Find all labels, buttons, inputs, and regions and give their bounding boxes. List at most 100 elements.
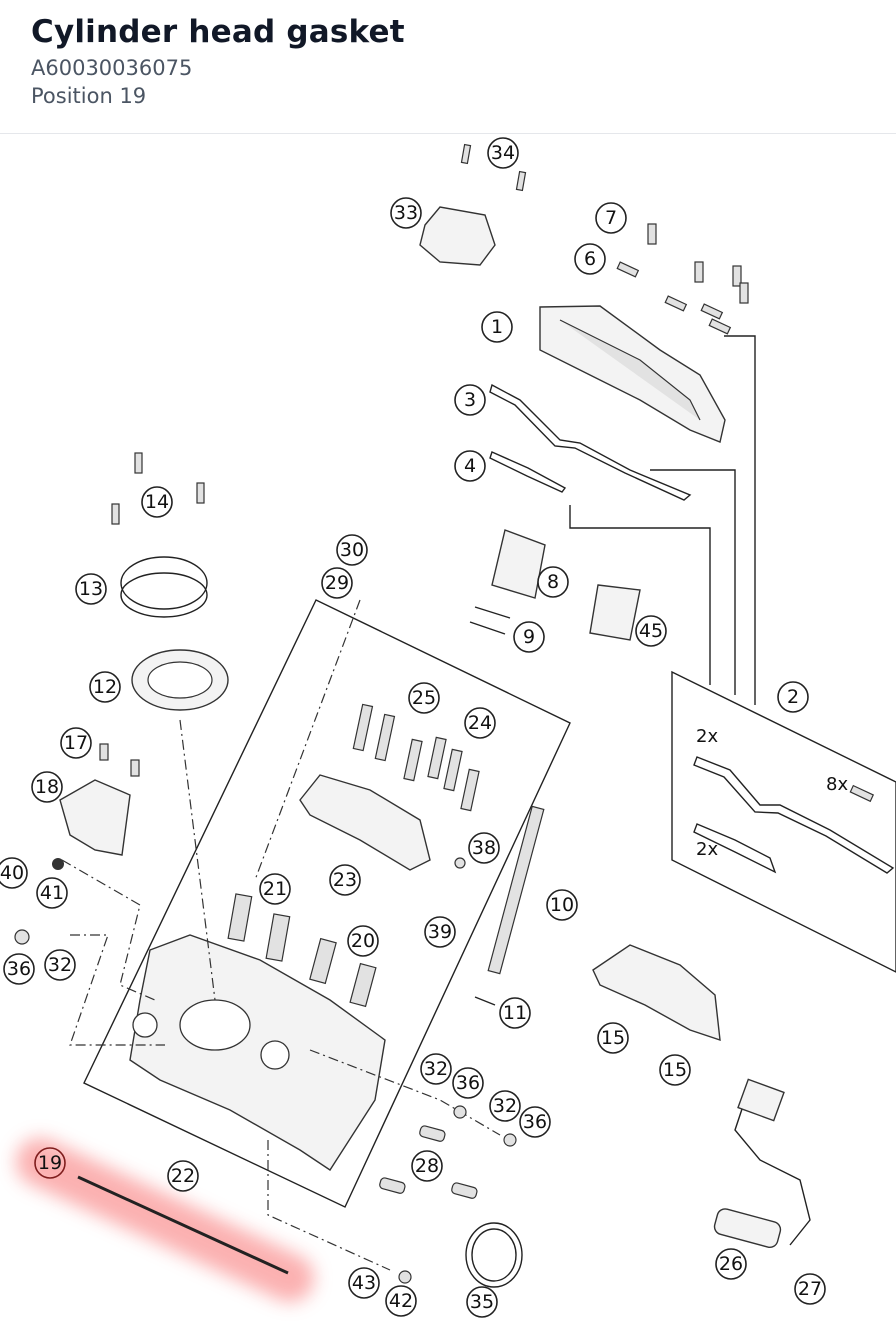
camshaft-carrier-part-2[interactable]	[592, 944, 721, 1042]
callout-label-4[interactable]: 4	[454, 450, 486, 482]
callout-label-10[interactable]: 10	[546, 889, 578, 921]
o-ring-part[interactable]	[465, 1222, 523, 1288]
callout-label-26[interactable]: 26	[715, 1248, 747, 1280]
heat-shield-part[interactable]	[59, 779, 131, 856]
callout-label-8[interactable]: 8	[537, 566, 569, 598]
callout-number: 4	[464, 455, 476, 477]
callout-label-36[interactable]: 36	[519, 1106, 551, 1138]
plug-part	[398, 1270, 412, 1284]
plug-part	[453, 1105, 467, 1119]
hose-clamp-part[interactable]	[120, 556, 208, 610]
screw-part	[732, 265, 742, 287]
callout-number: 34	[491, 142, 515, 164]
screw-part	[694, 261, 704, 283]
callout-label-12[interactable]: 12	[89, 671, 121, 703]
callout-circle	[499, 997, 531, 1029]
callout-circle	[60, 727, 92, 759]
valve-cover-part[interactable]	[539, 305, 726, 443]
bolt-part	[460, 768, 480, 812]
callout-label-39[interactable]: 39	[424, 916, 456, 948]
part-position: Position 19	[31, 84, 147, 108]
leader-line	[724, 335, 756, 705]
callout-label-1[interactable]: 1	[481, 311, 513, 343]
callout-label-36[interactable]: 36	[452, 1067, 484, 1099]
callout-label-3[interactable]: 3	[454, 384, 486, 416]
callout-label-34[interactable]: 34	[487, 137, 519, 169]
callout-label-32[interactable]: 32	[44, 949, 76, 981]
callout-label-2[interactable]: 2	[777, 681, 809, 713]
pin-part	[474, 996, 496, 1006]
callout-label-22[interactable]: 22	[167, 1160, 199, 1192]
callout-circle	[454, 450, 486, 482]
plug-part	[503, 1133, 517, 1147]
callout-label-40[interactable]: 40	[0, 857, 28, 889]
callout-label-45[interactable]: 45	[635, 615, 667, 647]
plug-part	[454, 857, 466, 869]
valve-guide-part	[309, 937, 337, 985]
camshaft-carrier-part[interactable]	[299, 774, 431, 871]
callout-label-42[interactable]: 42	[385, 1285, 417, 1317]
callout-label-13[interactable]: 13	[75, 573, 107, 605]
callout-label-28[interactable]: 28	[411, 1150, 443, 1182]
callout-number: 1	[491, 316, 503, 338]
callout-label-23[interactable]: 23	[329, 864, 361, 896]
sensor-part[interactable]	[713, 1207, 783, 1249]
callout-circle	[141, 486, 173, 518]
set-gasket-2	[693, 823, 777, 874]
callout-circle	[0, 857, 28, 889]
callout-circle	[424, 916, 456, 948]
callout-label-38[interactable]: 38	[468, 832, 500, 864]
callout-label-15[interactable]: 15	[597, 1022, 629, 1054]
cylinder-head-bore	[179, 999, 251, 1051]
callout-number: 24	[468, 712, 492, 734]
callout-label-11[interactable]: 11	[499, 997, 531, 1029]
callout-circle	[329, 864, 361, 896]
callout-label-19[interactable]: 19	[34, 1147, 66, 1179]
callout-label-25[interactable]: 25	[408, 682, 440, 714]
callout-label-32[interactable]: 32	[420, 1053, 452, 1085]
callout-number: 3	[464, 389, 476, 411]
callout-label-15[interactable]: 15	[659, 1054, 691, 1086]
callout-label-17[interactable]: 17	[60, 727, 92, 759]
callout-label-33[interactable]: 33	[390, 197, 422, 229]
cylinder-head-port	[132, 1012, 158, 1038]
callout-label-24[interactable]: 24	[464, 707, 496, 739]
callout-label-30[interactable]: 30	[336, 534, 368, 566]
selected-part-highlight[interactable]	[16, 1138, 314, 1302]
callout-label-29[interactable]: 29	[321, 567, 353, 599]
chain-guide-part[interactable]	[487, 805, 545, 975]
set-gasket-1	[693, 756, 895, 874]
callout-circle	[167, 1160, 199, 1192]
callout-circle	[259, 873, 291, 905]
seal-ring-part	[52, 858, 64, 870]
oil-filter-part[interactable]	[589, 584, 641, 641]
multiplier-2x: 2x	[696, 839, 718, 860]
callout-label-21[interactable]: 21	[259, 873, 291, 905]
callout-label-36[interactable]: 36	[3, 953, 35, 985]
callout-label-43[interactable]: 43	[348, 1267, 380, 1299]
callout-label-14[interactable]: 14	[141, 486, 173, 518]
callout-label-18[interactable]: 18	[31, 771, 63, 803]
callout-circle	[595, 202, 627, 234]
callout-number: 30	[340, 539, 364, 561]
callout-label-6[interactable]: 6	[574, 243, 606, 275]
center-line	[179, 719, 216, 1001]
spark-plug-gasket-part[interactable]	[489, 451, 567, 493]
sensor-connector-part[interactable]	[737, 1078, 785, 1122]
cylinder-head-part[interactable]	[129, 934, 386, 1171]
callout-label-32[interactable]: 32	[489, 1090, 521, 1122]
callout-label-27[interactable]: 27	[794, 1273, 826, 1305]
callout-label-9[interactable]: 9	[513, 621, 545, 653]
chain-tensioner-part[interactable]	[491, 529, 546, 599]
camshaft-sprocket-part[interactable]	[419, 206, 496, 266]
callout-label-35[interactable]: 35	[466, 1286, 498, 1318]
center-line	[254, 599, 361, 881]
callout-label-41[interactable]: 41	[36, 877, 68, 909]
callout-number: 29	[325, 572, 349, 594]
cover-gasket-part[interactable]	[489, 383, 692, 501]
multiplier-8x: 8x	[826, 774, 848, 795]
callout-label-20[interactable]: 20	[347, 925, 379, 957]
cylinder-head-gasket-part[interactable]	[77, 1175, 289, 1275]
callout-label-7[interactable]: 7	[595, 202, 627, 234]
